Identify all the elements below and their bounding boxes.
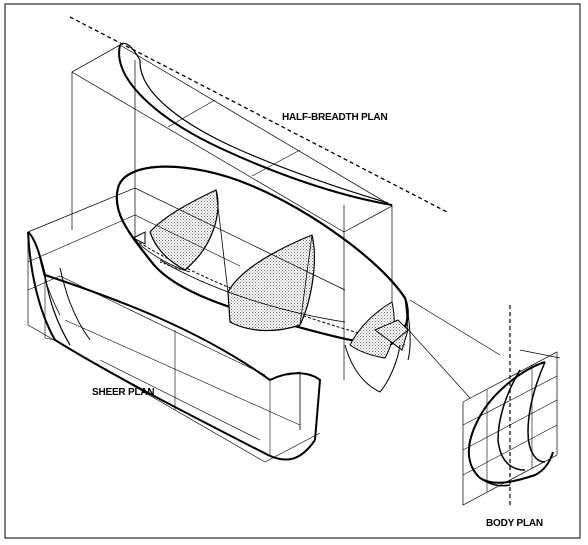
half-breadth-station xyxy=(251,149,301,177)
hull-waterline xyxy=(134,239,191,273)
half-breadth-waterline xyxy=(119,42,141,61)
half-breadth-centerline xyxy=(69,16,448,213)
body-frame xyxy=(462,351,558,506)
perspective-hull xyxy=(115,165,411,393)
sheer-stern-profile xyxy=(269,372,322,441)
forward-section xyxy=(149,189,219,271)
bow-detail xyxy=(159,261,187,271)
half-breadth-label: HALF-BREADTH PLAN xyxy=(282,112,388,123)
hull-waterline xyxy=(159,259,346,323)
half-breadth-station xyxy=(71,44,121,73)
sheer-plan xyxy=(27,187,346,463)
sheer-keel-profile xyxy=(54,339,316,461)
body-plan xyxy=(462,305,558,506)
body-section xyxy=(527,361,546,463)
hull-keel-line xyxy=(134,239,406,346)
sheer-frame xyxy=(27,187,346,291)
stern-line xyxy=(379,344,401,393)
half-breadth-waterline xyxy=(118,44,393,206)
half-breadth-frame xyxy=(71,44,393,233)
half-breadth-station xyxy=(167,99,216,128)
projection-lines xyxy=(71,60,561,399)
stern-line xyxy=(404,297,411,361)
stern-line xyxy=(344,344,381,393)
body-section xyxy=(497,369,526,471)
body-plan-label: BODY PLAN xyxy=(486,518,543,529)
sheer-bow-profile xyxy=(27,231,56,341)
bow-detail xyxy=(131,231,146,245)
midship-section xyxy=(227,234,315,332)
half-breadth-plan xyxy=(69,16,448,233)
outer-frame xyxy=(4,3,581,539)
sheer-line xyxy=(27,231,271,381)
sheer-plan-label: SHEER PLAN xyxy=(92,387,155,398)
sheer-baseline xyxy=(27,324,321,463)
body-section-outer xyxy=(467,361,554,484)
half-breadth-waterline xyxy=(139,59,389,204)
